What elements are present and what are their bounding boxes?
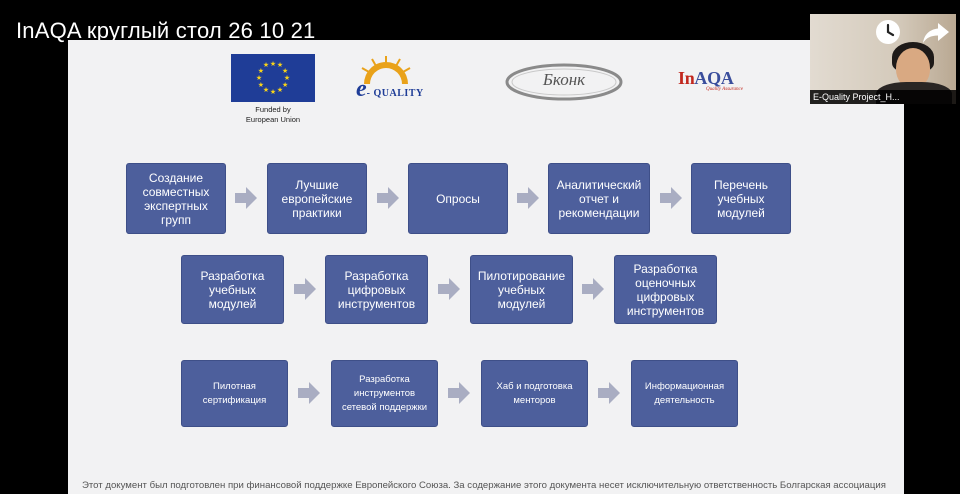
arrow-right-icon	[298, 382, 320, 404]
process-box-assessment-tools: Разработка оценочных цифровых инструмент…	[614, 255, 717, 324]
eu-star-icon: ★	[257, 67, 265, 75]
arrow-right-icon	[438, 278, 460, 300]
arrow-right-icon	[517, 187, 539, 209]
bkonk-ellipse-icon	[505, 63, 623, 101]
process-box-develop-modules: Разработка учебных модулей	[181, 255, 284, 324]
process-box-pilot-modules: Пилотирование учебных модулей	[470, 255, 573, 324]
process-box-information: Информационная деятельность	[631, 360, 738, 427]
arrow-right-icon	[294, 278, 316, 300]
eu-star-icon: ★	[281, 67, 289, 75]
equality-logo: e- QUALITY	[356, 54, 460, 104]
share-arrow-icon[interactable]	[920, 16, 952, 48]
process-box-hub-mentors: Хаб и подготовка менторов	[481, 360, 588, 427]
eu-caption-line1: Funded by	[255, 105, 291, 114]
arrow-right-icon	[582, 278, 604, 300]
process-box-best-practices: Лучшие европейские практики	[267, 163, 367, 234]
eu-logo: ★★★★★★★★★★★★ Funded by European Union	[231, 54, 315, 125]
equality-rest: - QUALITY	[366, 88, 424, 99]
process-box-module-list: Перечень учебных модулей	[691, 163, 791, 234]
process-box-analytical-report: Аналитический отчет и рекомендации	[548, 163, 650, 234]
eu-star-icon: ★	[283, 74, 291, 82]
webcam-participant-label: E-Quality Project_H...	[810, 90, 956, 104]
presentation-slide: ★★★★★★★★★★★★ Funded by European Union e-…	[68, 40, 904, 494]
clock-icon[interactable]	[872, 16, 904, 48]
process-box-network-support: Разработка инструментов сетевой поддержк…	[331, 360, 438, 427]
eu-star-icon: ★	[281, 81, 289, 89]
arrow-right-icon	[448, 382, 470, 404]
slide-footer-disclaimer: Этот документ был подготовлен при финанс…	[82, 480, 886, 491]
eu-flag-icon: ★★★★★★★★★★★★	[231, 54, 315, 102]
arrow-right-icon	[235, 187, 257, 209]
arrow-right-icon	[660, 187, 682, 209]
inaqa-logo: InAQA Quality Assurance	[678, 68, 758, 94]
eu-star-icon: ★	[276, 62, 284, 70]
eu-star-icon: ★	[276, 86, 284, 94]
eu-star-icon: ★	[257, 81, 265, 89]
inaqa-text: InAQA	[678, 68, 734, 88]
bkonk-text: Бконк	[542, 70, 586, 89]
equality-e: e	[356, 76, 367, 102]
process-box-pilot-certification: Пилотная сертификация	[181, 360, 288, 427]
arrow-right-icon	[377, 187, 399, 209]
process-box-digital-tools: Разработка цифровых инструментов	[325, 255, 428, 324]
process-box-surveys: Опросы	[408, 163, 508, 234]
eu-star-icon: ★	[269, 88, 277, 96]
eu-caption-line2: European Union	[245, 115, 301, 124]
process-box-create-groups: Создание совместных экспертных групп	[126, 163, 226, 234]
inaqa-subtitle: Quality Assurance	[706, 87, 743, 92]
eu-star-icon: ★	[269, 60, 277, 68]
eu-star-icon: ★	[262, 62, 270, 70]
video-title: InAQA круглый стол 26 10 21	[16, 18, 316, 43]
eu-star-icon: ★	[262, 86, 270, 94]
sun-rays-icon	[361, 56, 411, 84]
bkonk-logo: Бконк	[505, 62, 623, 102]
eu-star-icon: ★	[255, 74, 263, 82]
arrow-right-icon	[598, 382, 620, 404]
